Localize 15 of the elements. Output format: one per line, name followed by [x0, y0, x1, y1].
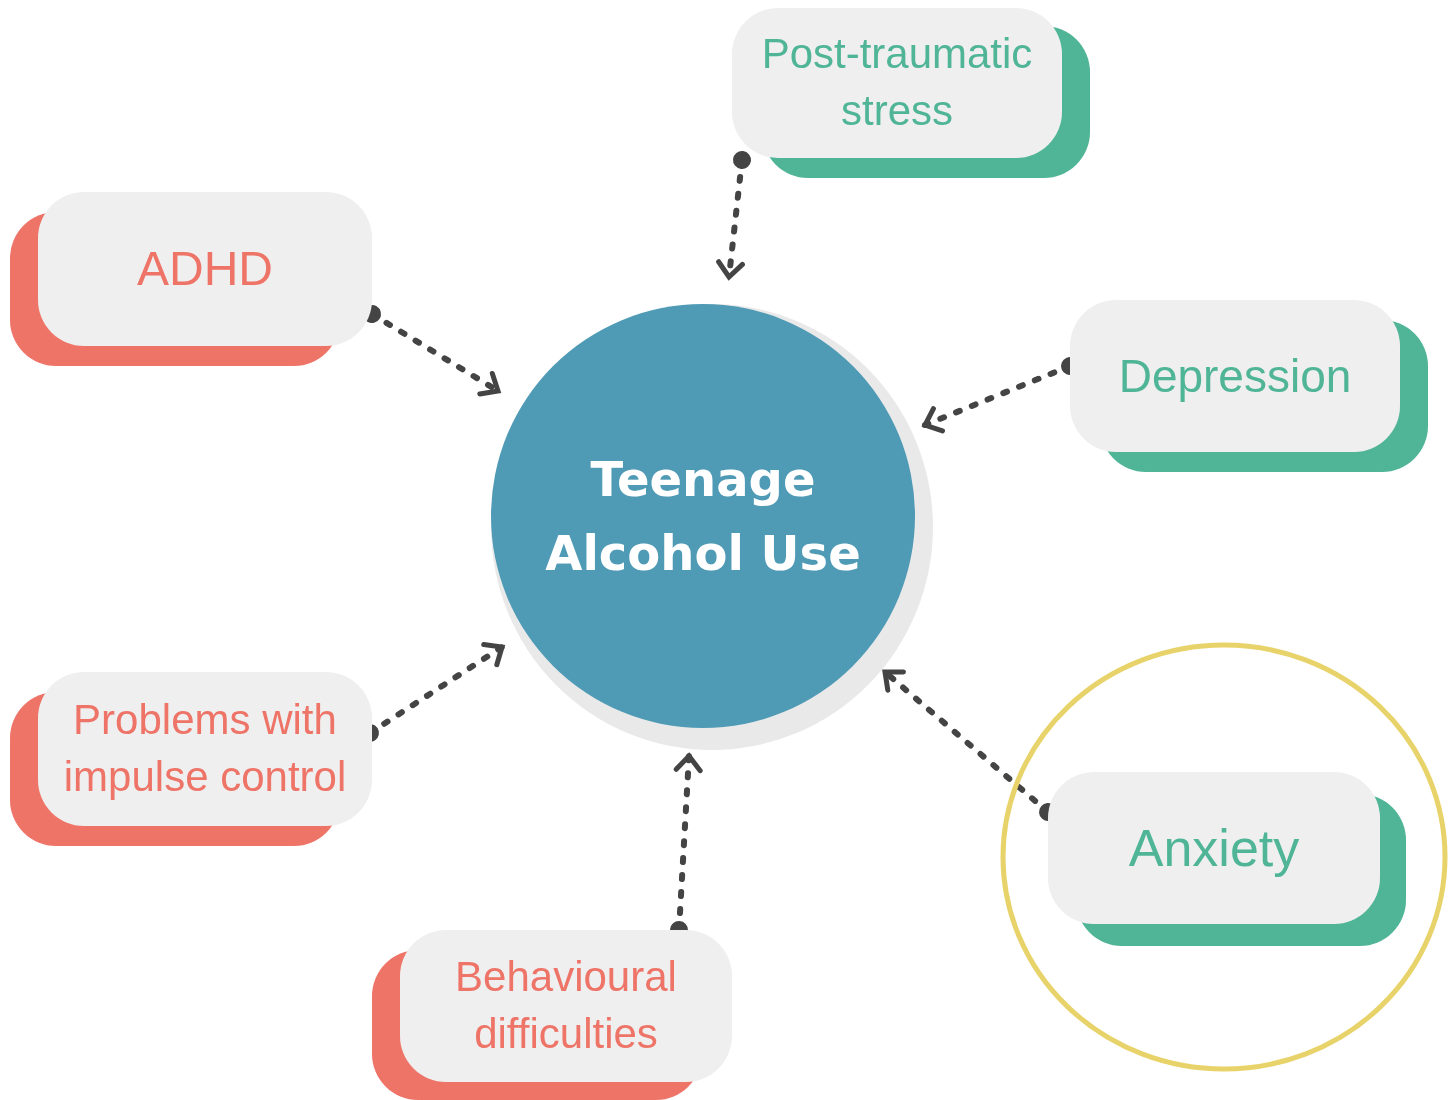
factor-label: Behavioural difficulties	[454, 952, 678, 1059]
factor-label: ADHD	[137, 240, 273, 297]
factor-label: Problems with impulse control	[62, 695, 348, 802]
factor-label: Depression	[1118, 348, 1352, 404]
highlight-ring	[1000, 642, 1448, 1072]
factor-card	[1070, 300, 1428, 472]
factor-label: Anxiety	[1128, 817, 1300, 879]
factor-label: Post-traumatic stress	[760, 29, 1034, 136]
factor-card	[732, 8, 1090, 178]
factor-card	[10, 672, 372, 846]
dotted-arrow	[716, 151, 751, 280]
factor-card	[372, 930, 732, 1100]
hub-title: Teenage Alcohol Use	[544, 449, 862, 583]
factor-card	[1048, 772, 1406, 946]
factor-card	[10, 192, 372, 366]
